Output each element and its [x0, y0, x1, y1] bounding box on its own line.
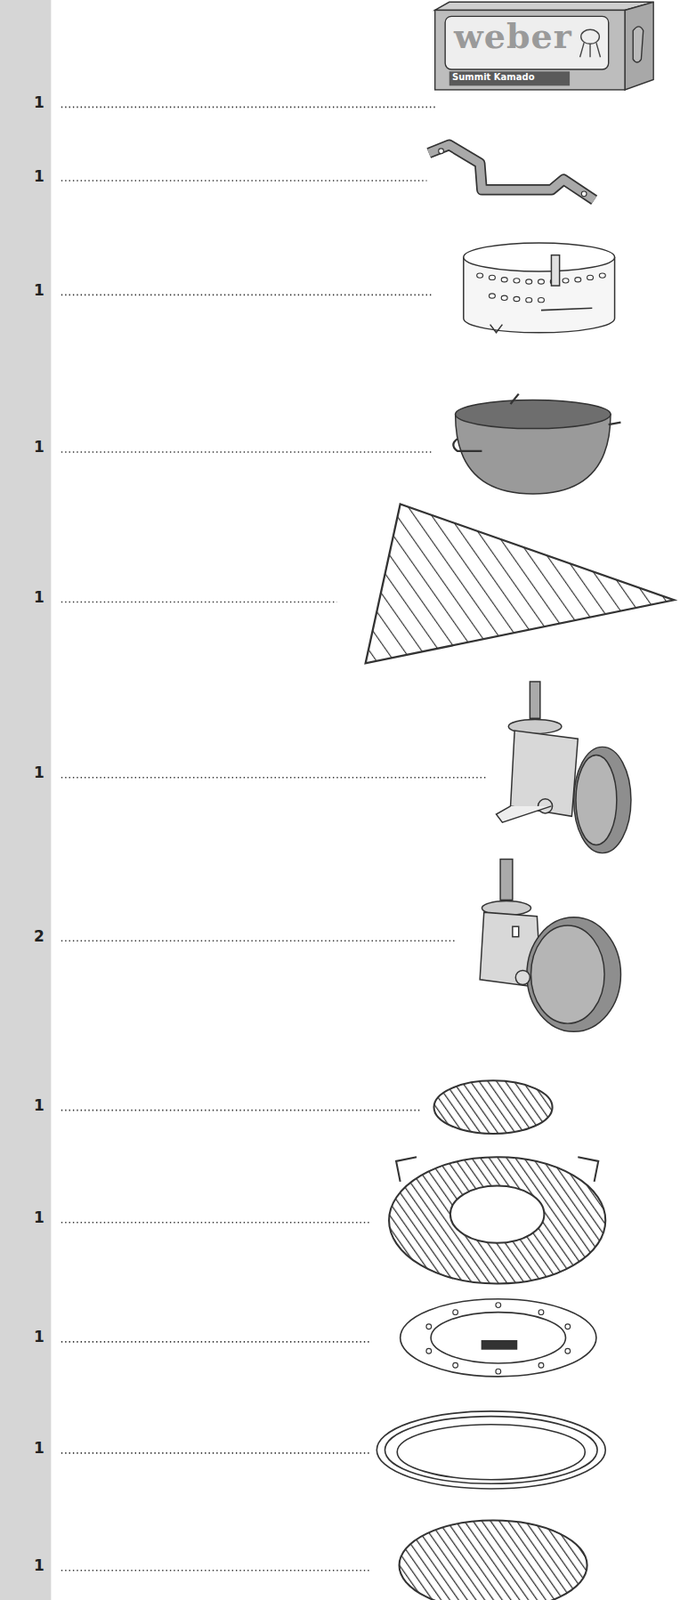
quantity-number: 1: [33, 283, 45, 299]
quantity-number: 1: [33, 765, 45, 781]
quantity-number: 1: [33, 1440, 45, 1457]
brand-logo: weber: [453, 19, 573, 54]
quantity-number: 1: [33, 1210, 45, 1226]
quantity-number: 1: [33, 169, 45, 185]
quantity-number: 2: [33, 929, 45, 945]
quantity-number: 1: [33, 439, 45, 455]
product-name: Summit Kamado: [452, 72, 535, 82]
quantity-number: 1: [33, 590, 45, 606]
quantity-number: 1: [33, 1558, 45, 1574]
quantity-number: 1: [33, 95, 45, 111]
quantity-number: 1: [33, 1098, 45, 1114]
quantity-number: 1: [33, 1329, 45, 1345]
